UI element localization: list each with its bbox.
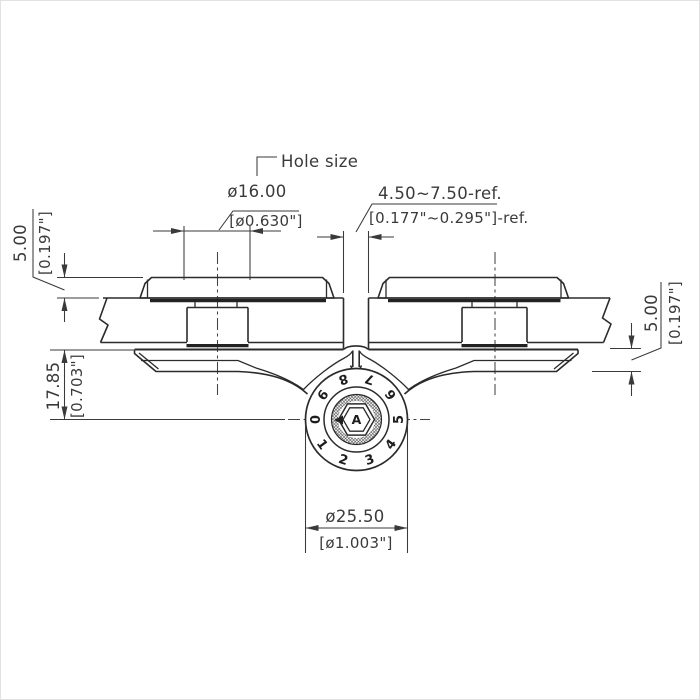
gap-dim-leader-shelf	[355, 203, 497, 233]
cap-height-arrow-bottom	[61, 298, 68, 311]
hole-dim-leader-shelf	[218, 210, 299, 231]
flange-height-in: [0.197"]	[666, 281, 684, 345]
hole-size-leader	[256, 156, 277, 176]
dimension-annotations	[32, 156, 662, 553]
housing-arch	[342, 345, 370, 351]
left-flange-inner-line	[141, 359, 257, 369]
right-flange-outline	[474, 349, 579, 373]
dial-pointer-triangle	[334, 415, 343, 425]
dial-digit-0: 0	[306, 415, 321, 424]
left-cylinder-posts	[194, 301, 238, 307]
cap-height-in: [0.197"]	[36, 211, 54, 275]
dial-top-slot	[352, 350, 360, 367]
dial-digit-5: 5	[392, 415, 407, 424]
gap-dim-arrow-left	[330, 234, 344, 240]
right-panel-break-line	[601, 297, 612, 343]
right-collar-curve	[358, 350, 457, 391]
left-assembly	[98, 276, 354, 395]
hex-socket-inner	[342, 407, 371, 432]
left-neck-outer-curve	[237, 370, 309, 395]
hole-dim-extension-lines	[183, 226, 251, 280]
hole-size-label: Hole size	[281, 152, 358, 171]
dial-dia-arrow-right	[394, 525, 408, 531]
gap-dim-extension-lines	[342, 231, 370, 293]
right-flange-inner-line	[455, 359, 572, 369]
cap-height-leader	[32, 209, 65, 291]
left-panel-break-line	[98, 297, 109, 343]
left-flange-outline	[133, 349, 238, 373]
dial-dia-extension-lines	[304, 424, 409, 553]
right-cylinder-posts	[471, 301, 518, 307]
dial-dia-mm: ø25.50	[325, 507, 384, 526]
dimension-text: Hole size ø16.00 [ø0.630"] 4.50~7.50-ref…	[11, 152, 684, 552]
hole-dia-in: [ø0.630"]	[229, 212, 302, 230]
hole-dia-mm: ø16.00	[227, 182, 286, 201]
dial-dia-in: [ø1.003"]	[319, 534, 392, 552]
gap-dim-arrow-right	[368, 234, 382, 240]
dial-digit-2: 2	[337, 452, 350, 469]
left-top-cap-chamfer-edges	[146, 279, 328, 298]
left-collar-curve	[255, 350, 354, 391]
right-neck-outer-curve	[403, 370, 475, 395]
flange-height-extension-lines	[592, 347, 641, 373]
cap-height-mm: 5.00	[11, 224, 30, 262]
right-top-cap-chamfer-edges	[385, 279, 562, 298]
hole-dim-arrow-left	[171, 228, 184, 234]
dial-digit-3: 3	[363, 452, 376, 469]
right-assembly	[358, 276, 612, 395]
flange-height-arrow-bottom	[628, 371, 635, 385]
body-depth-in: [0.703"]	[68, 354, 86, 418]
combination-dial: A 0 1 2 3 4 5 6 7 8 9	[304, 345, 409, 472]
dial-dia-arrow-left	[305, 525, 319, 531]
hole-dim-arrow-right	[250, 228, 263, 234]
cap-height-arrow-top	[61, 264, 68, 278]
door-gap-in: [0.177"~0.295"]-ref.	[369, 209, 528, 227]
hex-center-label: A	[352, 412, 362, 427]
depth-arrow-bottom	[61, 406, 68, 420]
flange-height-mm: 5.00	[642, 294, 661, 332]
body-depth-mm: 17.85	[44, 362, 63, 411]
depth-arrow-top	[61, 350, 68, 363]
flange-height-arrow-top	[628, 335, 635, 349]
right-cylinder-body	[461, 306, 528, 342]
door-gap-mm: 4.50~7.50-ref.	[378, 184, 502, 203]
flange-height-leader	[631, 282, 662, 361]
dial-digit-7: 7	[363, 370, 376, 387]
dial-digit-8: 8	[337, 370, 350, 387]
knurl-outer-edge	[330, 393, 383, 446]
left-cylinder-body	[186, 306, 249, 342]
